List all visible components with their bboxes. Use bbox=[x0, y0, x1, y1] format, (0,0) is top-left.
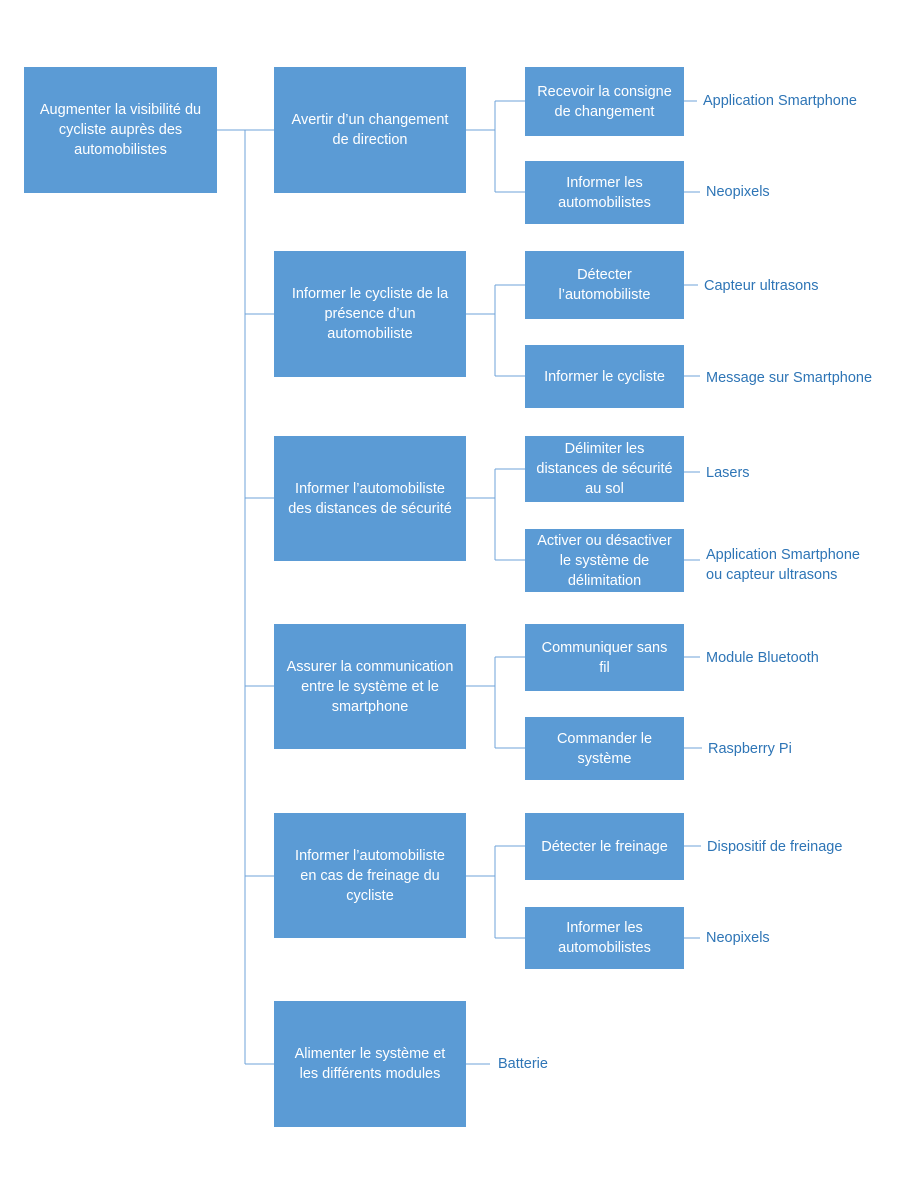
solution-label: Neopixels bbox=[706, 930, 770, 946]
subfunction-label: Informer les automobilistes bbox=[558, 174, 651, 211]
function-label: Assurer la communication entre le systèm… bbox=[286, 658, 454, 715]
function-box: Informer le cycliste de la présence d’un… bbox=[274, 251, 466, 377]
function-label: Informer l’automobiliste en cas de frein… bbox=[295, 847, 445, 904]
solution-label: Batterie bbox=[498, 1056, 548, 1072]
subfunction-box: Communiquer sans fil bbox=[525, 624, 684, 691]
subfunction-label: Informer les automobilistes bbox=[558, 920, 651, 956]
solution-label: Neopixels bbox=[706, 184, 770, 200]
subfunction-label: Recevoir la consigne de changement bbox=[537, 83, 672, 120]
function-box: Avertir d’un changement de direction bbox=[274, 67, 466, 193]
solution-label: Lasers bbox=[706, 465, 750, 481]
function-box: Alimenter le système et les différents m… bbox=[274, 1001, 466, 1127]
subfunction-box: Recevoir la consigne de changement bbox=[525, 67, 684, 136]
subfunction-label: Délimiter les distances de sécurité au s… bbox=[536, 441, 673, 497]
subfunction-box: Informer le cycliste bbox=[525, 345, 684, 408]
root-function-box: Augmenter la visibilité du cycliste aupr… bbox=[24, 67, 217, 193]
solution-label: Capteur ultrasons bbox=[704, 278, 819, 294]
subfunction-box: Activer ou désactiver le système de déli… bbox=[525, 529, 684, 592]
subfunction-label: Détecter l’automobiliste bbox=[558, 267, 651, 303]
solution-label: Application Smartphone bbox=[703, 93, 857, 109]
subfunction-box: Informer les automobilistes bbox=[525, 907, 684, 969]
solution-label: Message sur Smartphone bbox=[706, 370, 873, 386]
subfunction-box: Commander le système bbox=[525, 717, 684, 780]
subfunction-label: Informer le cycliste bbox=[544, 368, 665, 385]
subfunction-box: Détecter le freinage bbox=[525, 813, 684, 880]
solution-label: Module Bluetooth bbox=[706, 650, 819, 666]
function-box: Informer l’automobiliste en cas de frein… bbox=[274, 813, 466, 938]
subfunction-label: Communiquer sans fil bbox=[541, 639, 668, 676]
root-function-label: Augmenter la visibilité du cycliste aupr… bbox=[39, 102, 202, 158]
subfunction-box: Informer les automobilistes bbox=[525, 161, 684, 224]
function-label: Informer le cycliste de la présence d’un… bbox=[291, 286, 449, 342]
function-box: Informer l’automobiliste des distances d… bbox=[274, 436, 466, 561]
solution-label: Raspberry Pi bbox=[708, 741, 792, 757]
function-label: Avertir d’un changement de direction bbox=[291, 112, 449, 148]
subfunction-label: Détecter le freinage bbox=[541, 838, 668, 855]
solution-label: Application Smartphone ou capteur ultras… bbox=[706, 547, 860, 583]
subfunction-box: Délimiter les distances de sécurité au s… bbox=[525, 436, 684, 502]
function-box: Assurer la communication entre le systèm… bbox=[274, 624, 466, 749]
function-label: Informer l’automobiliste des distances d… bbox=[288, 480, 452, 517]
subfunction-box: Détecter l’automobiliste bbox=[525, 251, 684, 319]
solution-label: Dispositif de freinage bbox=[707, 839, 843, 855]
subfunction-label: Activer ou désactiver le système de déli… bbox=[537, 532, 672, 589]
function-label: Alimenter le système et les différents m… bbox=[294, 1046, 446, 1082]
subfunction-label: Commander le système bbox=[556, 730, 653, 767]
